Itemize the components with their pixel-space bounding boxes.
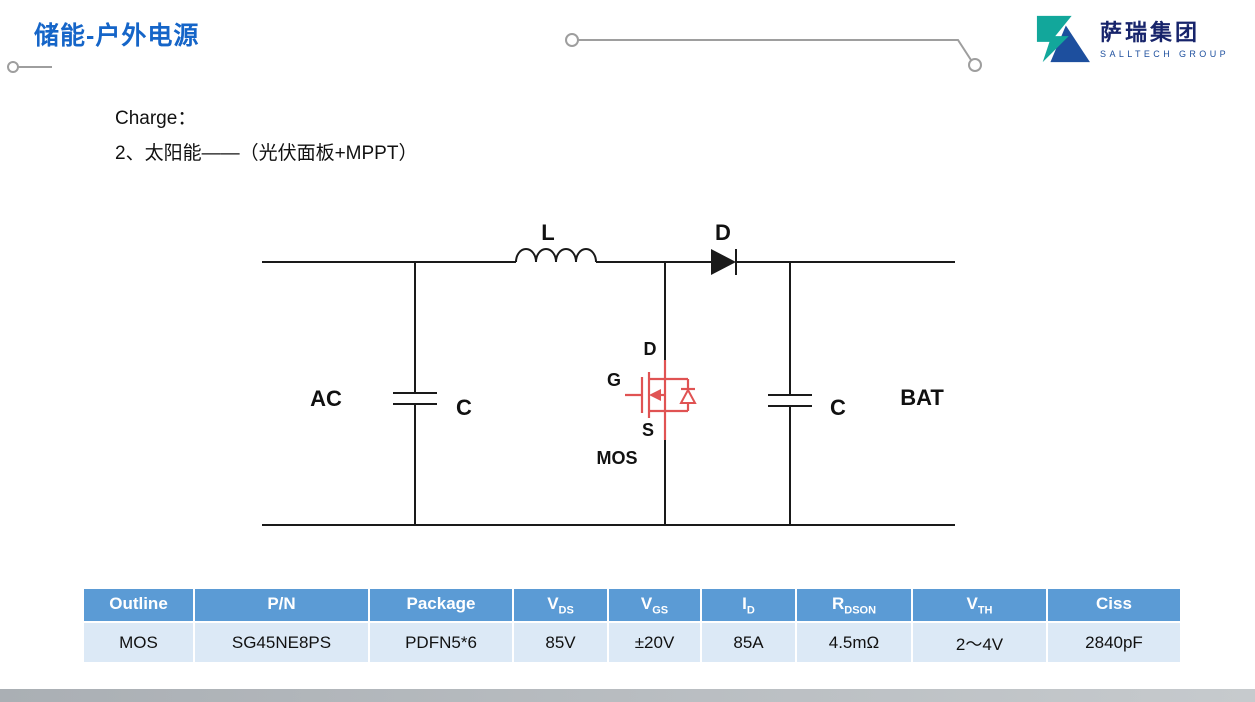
capacitor-right-label: C (830, 395, 846, 420)
header-text: V (640, 593, 653, 613)
header-text: R (831, 593, 845, 613)
header-text: V (547, 593, 559, 613)
capacitor-left-label: C (456, 395, 472, 420)
logo-icon (1036, 15, 1091, 63)
mosfet-gate-label: G (607, 370, 621, 390)
deco-circle-mid (565, 33, 579, 47)
col-header-vth: VTH (911, 587, 1048, 623)
diode-label: D (715, 220, 731, 245)
mos-label: MOS (596, 448, 637, 468)
table-header-row: Outline P/N Package VDS VGS ID RDSON VTH… (82, 587, 1182, 623)
mosfet-body-diode (679, 387, 697, 404)
mosfet-symbol (625, 360, 697, 440)
cell-package: PDFN5*6 (368, 621, 514, 664)
col-header-vds: VDS (512, 587, 609, 623)
solar-description: 2、太阳能——（光伏面板+MPPT） (115, 143, 418, 164)
footer-bar (0, 689, 1255, 702)
inductor-symbol (515, 248, 597, 263)
inductor-label: L (541, 220, 554, 245)
logo-zigzag-shape (1036, 15, 1072, 63)
header-sub: D (746, 604, 755, 617)
col-header-outline: Outline (82, 587, 195, 623)
cell-outline: MOS (82, 621, 195, 664)
diode-symbol (711, 249, 737, 275)
capacitor-right-symbol (768, 262, 812, 525)
col-header-rdson: RDSON (795, 587, 913, 623)
header-text: Ciss (1096, 593, 1132, 613)
body-text: Charge： 2、太阳能——（光伏面板+MPPT） (115, 101, 417, 171)
deco-circle-left (7, 61, 19, 73)
page-title: 储能-户外电源 (34, 22, 200, 50)
header-text: Package (406, 593, 476, 613)
col-header-ciss: Ciss (1046, 587, 1182, 623)
col-header-package: Package (368, 587, 514, 623)
header-text: V (966, 593, 978, 613)
table-row: MOS SG45NE8PS PDFN5*6 85V ±20V 85A 4.5mΩ… (82, 621, 1182, 664)
col-header-pn: P/N (193, 587, 370, 623)
header-sub: GS (652, 604, 669, 617)
header-text: P/N (267, 593, 296, 613)
bat-label: BAT (900, 385, 944, 410)
company-logo: 萨瑞集团 SALLTECH GROUP (1033, 12, 1229, 66)
cell-ciss: 2840pF (1046, 621, 1182, 664)
logo-text: 萨瑞集团 SALLTECH GROUP (1100, 20, 1229, 59)
mosfet-body-arrow (649, 389, 661, 401)
mosfet-source-label: S (642, 420, 654, 440)
header-sub: DSON (844, 604, 877, 617)
cell-vgs: ±20V (607, 621, 702, 664)
circuit-diagram: L D AC C C BAT G D S MOS (262, 220, 955, 526)
cell-vds: 85V (512, 621, 609, 664)
cell-vth: 2～4V (911, 621, 1048, 664)
col-header-vgs: VGS (607, 587, 702, 623)
charge-label: Charge： (115, 108, 197, 129)
logo-subtitle: SALLTECH GROUP (1100, 48, 1229, 59)
deco-line-mid (578, 39, 972, 61)
capacitor-left-symbol (393, 262, 437, 525)
logo-name: 萨瑞集团 (1100, 19, 1201, 45)
header-sub: TH (977, 604, 993, 617)
header-sub: DS (558, 604, 574, 617)
spec-table: Outline P/N Package VDS VGS ID RDSON VTH… (82, 587, 1182, 664)
cell-rdson: 4.5mΩ (795, 621, 913, 664)
header-text: I (742, 593, 747, 613)
deco-circle-right (968, 58, 982, 72)
logo-triangle-shape (1050, 25, 1091, 63)
cell-id: 85A (700, 621, 797, 664)
header-text: Outline (109, 593, 168, 613)
mosfet-drain-label: D (644, 339, 657, 359)
col-header-id: ID (700, 587, 797, 623)
ac-label: AC (310, 386, 342, 411)
cell-pn: SG45NE8PS (193, 621, 370, 664)
